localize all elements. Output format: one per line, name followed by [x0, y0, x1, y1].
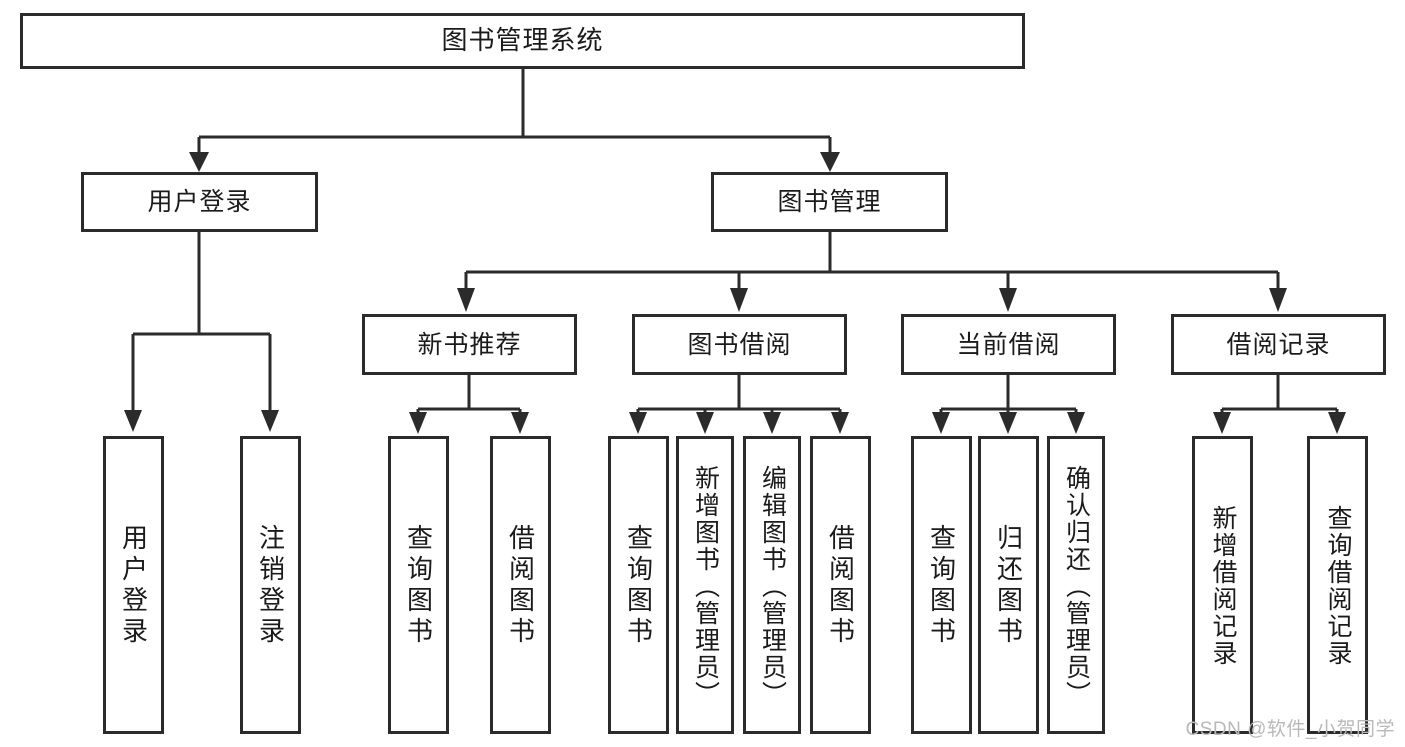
arrowhead-borrow-record [1269, 288, 1287, 312]
node-book-borrow[interactable]: 图书借阅 [632, 314, 847, 375]
node-leaf-borrow-book-1-label: 借阅图书 [505, 524, 536, 648]
arrowhead-leaf-return-book [999, 412, 1017, 434]
node-leaf-add-record-label: 新增借阅记录 [1209, 505, 1237, 667]
arrowhead-leaf-user-login [124, 410, 142, 432]
node-root-label: 图书管理系统 [441, 25, 604, 56]
node-leaf-borrow-book-2-label: 借阅图书 [825, 524, 856, 648]
node-user-login-label: 用户登录 [147, 188, 252, 216]
node-book-manage[interactable]: 图书管理 [711, 172, 948, 232]
node-root[interactable]: 图书管理系统 [20, 13, 1025, 69]
node-new-book-rec[interactable]: 新书推荐 [362, 314, 577, 375]
node-leaf-return-book[interactable]: 归还图书 [978, 436, 1039, 734]
node-leaf-confirm-return[interactable]: 确认归还（管理员） [1047, 436, 1105, 734]
node-leaf-query-book-2-label: 查询图书 [623, 524, 654, 648]
node-current-borrow[interactable]: 当前借阅 [901, 314, 1116, 375]
arrowhead-leaf-borrow-book-1 [511, 412, 529, 434]
node-leaf-query-book-3-label: 查询图书 [926, 524, 957, 648]
node-leaf-return-book-label: 归还图书 [993, 524, 1024, 648]
node-leaf-borrow-book-1[interactable]: 借阅图书 [490, 436, 551, 734]
node-leaf-edit-book[interactable]: 编辑图书（管理员） [743, 436, 801, 734]
arrowhead-leaf-query-book-2 [629, 412, 647, 434]
arrowhead-leaf-query-book-1 [409, 412, 427, 434]
node-leaf-query-book-1[interactable]: 查询图书 [388, 436, 449, 734]
arrowhead-current-borrow [999, 288, 1017, 312]
node-leaf-query-record[interactable]: 查询借阅记录 [1307, 436, 1368, 734]
arrowhead-new-book-rec [457, 288, 475, 312]
arrowhead-leaf-logout [261, 410, 279, 432]
node-leaf-add-book[interactable]: 新增图书（管理员） [676, 436, 734, 734]
node-leaf-user-login-label: 用户登录 [118, 524, 149, 648]
node-borrow-record[interactable]: 借阅记录 [1171, 314, 1386, 375]
node-book-borrow-label: 图书借阅 [687, 330, 792, 359]
node-book-manage-label: 图书管理 [777, 188, 882, 216]
node-borrow-record-label: 借阅记录 [1226, 330, 1331, 359]
node-new-book-rec-label: 新书推荐 [417, 330, 522, 359]
arrowhead-user-login [189, 152, 209, 172]
node-leaf-add-book-label: 新增图书（管理员） [691, 464, 720, 708]
node-leaf-query-book-2[interactable]: 查询图书 [608, 436, 669, 734]
node-leaf-add-record[interactable]: 新增借阅记录 [1192, 436, 1253, 734]
arrowhead-leaf-add-record [1213, 412, 1231, 434]
arrowhead-book-borrow [730, 288, 748, 312]
arrowhead-book-manage [820, 152, 840, 172]
node-leaf-logout-label: 注销登录 [255, 524, 286, 648]
arrowhead-leaf-edit-book [763, 412, 781, 434]
arrowhead-leaf-confirm-return [1067, 412, 1085, 434]
arrowhead-leaf-query-book-3 [932, 412, 950, 434]
node-leaf-logout[interactable]: 注销登录 [240, 436, 301, 734]
arrowhead-leaf-borrow-book-2 [831, 412, 849, 434]
node-leaf-user-login[interactable]: 用户登录 [103, 436, 164, 734]
node-leaf-confirm-return-label: 确认归还（管理员） [1062, 464, 1091, 708]
node-current-borrow-label: 当前借阅 [956, 330, 1061, 359]
node-leaf-query-book-3[interactable]: 查询图书 [911, 436, 972, 734]
watermark-text: CSDN @软件_小贺同学 [1185, 719, 1395, 740]
node-leaf-query-book-1-label: 查询图书 [403, 524, 434, 648]
node-user-login[interactable]: 用户登录 [81, 172, 318, 232]
node-leaf-borrow-book-2[interactable]: 借阅图书 [810, 436, 871, 734]
node-leaf-query-record-label: 查询借阅记录 [1324, 505, 1352, 667]
arrowhead-leaf-query-record [1328, 412, 1346, 434]
arrowhead-leaf-add-book [696, 412, 714, 434]
node-leaf-edit-book-label: 编辑图书（管理员） [758, 464, 787, 708]
